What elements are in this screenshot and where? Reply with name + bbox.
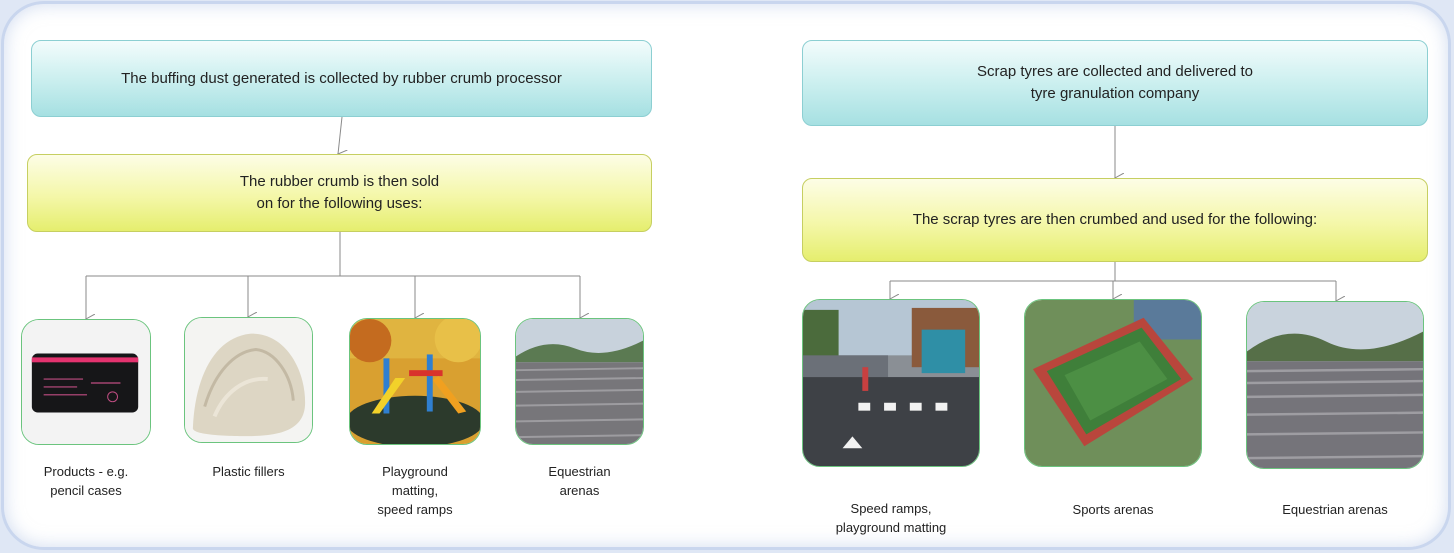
- left-process-text: The buffing dust generated is collected …: [121, 69, 562, 87]
- left-uses-text: The rubber crumb is then sold on for the…: [239, 173, 440, 212]
- equestrian-arena-image-right: [1246, 301, 1424, 469]
- caption-equestrian-right: Equestrian arenas: [1282, 502, 1388, 517]
- caption-speed-ramps: Speed ramps, playground matting: [835, 501, 947, 535]
- right-process-box: Scrap tyres are collected and delivered …: [802, 40, 1428, 126]
- caption-equestrian-left: Equestrian arenas: [548, 464, 611, 498]
- pencil-case-image: [21, 319, 151, 445]
- caption-sports-arenas: Sports arenas: [1072, 502, 1154, 517]
- right-process-text: Scrap tyres are collected and delivered …: [977, 63, 1253, 102]
- equestrian-arena-image-left: [515, 318, 644, 445]
- arrow-left-top-to-mid: [338, 116, 342, 154]
- sports-stadium-image: [1024, 299, 1202, 467]
- caption-plastic-fillers: Plastic fillers: [212, 464, 285, 479]
- rubber-crumb-pile-image: [184, 317, 313, 443]
- speed-ramp-street-image: [802, 299, 980, 467]
- right-uses-box: The scrap tyres are then crumbed and use…: [802, 178, 1428, 262]
- caption-playground-matting: Playground matting, speed ramps: [377, 464, 453, 517]
- playground-image: [349, 318, 481, 445]
- left-process-box: The buffing dust generated is collected …: [31, 40, 652, 117]
- caption-pencil-cases: Products - e.g. pencil cases: [43, 464, 129, 498]
- right-uses-text: The scrap tyres are then crumbed and use…: [912, 211, 1318, 228]
- left-uses-box: The rubber crumb is then sold on for the…: [27, 154, 652, 232]
